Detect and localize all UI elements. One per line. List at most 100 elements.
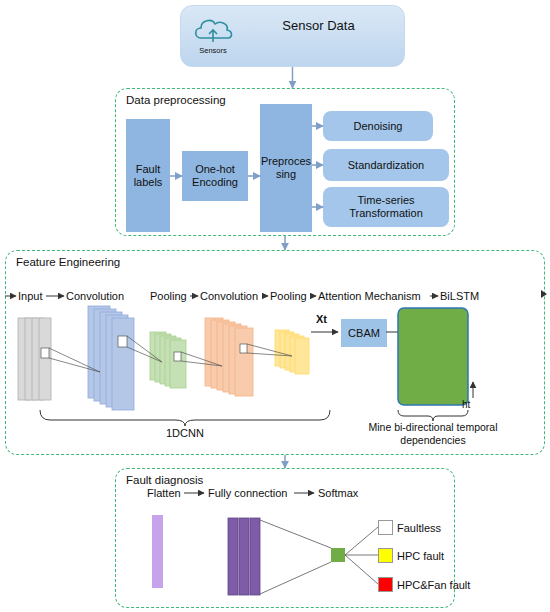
row-arrow	[46, 296, 64, 297]
icon-caption: Sensors	[187, 46, 239, 55]
feature-map	[160, 336, 176, 384]
group-title: Fault diagnosis	[126, 473, 326, 487]
flow-arrow	[170, 175, 182, 177]
layer-name: BiLSTM	[440, 289, 479, 303]
row-arrow	[294, 493, 314, 494]
legend-swatch	[378, 577, 393, 592]
flow-arrow	[284, 236, 286, 250]
kernel-lines	[49, 348, 100, 372]
cloud-icon	[196, 21, 232, 38]
flow-arrow	[248, 175, 260, 177]
group-title: Feature Engineering	[16, 255, 216, 269]
flow-arrow	[312, 164, 323, 166]
brace	[398, 410, 468, 421]
feature-arrow	[311, 332, 338, 333]
layer-name: Convolution	[66, 289, 124, 303]
feature-map	[155, 334, 171, 382]
legend-swatch	[378, 548, 393, 563]
legend-text: HPC&Fan fault	[397, 579, 470, 591]
edge-arrowhead	[541, 290, 547, 298]
conv-stack	[205, 318, 253, 396]
flow-arrow	[312, 206, 323, 208]
feature-map	[223, 324, 241, 392]
step-box: Denoising	[323, 111, 433, 141]
input-slab	[25, 318, 37, 400]
process-box: One-hot Encoding	[182, 151, 248, 201]
feature-map	[205, 318, 223, 386]
feature-map	[106, 315, 128, 407]
softmax-node	[331, 548, 345, 562]
legend-swatch	[378, 520, 393, 535]
step-box: Standardization	[323, 149, 449, 181]
layer-name: Flatten	[147, 486, 181, 500]
box-text: CBAM	[348, 327, 380, 340]
flow-arrow	[284, 455, 286, 468]
feature-map	[295, 338, 309, 374]
bracket-label: 1DCNN	[166, 426, 204, 440]
feature-map	[211, 320, 229, 388]
kernel-window	[174, 352, 181, 361]
kernel-window	[118, 336, 127, 347]
row-arrow	[190, 296, 198, 297]
dense-bar	[250, 518, 260, 595]
layer-name: Pooling	[150, 289, 187, 303]
row-arrow	[310, 296, 316, 297]
row-arrow	[430, 296, 438, 297]
output-arrow	[473, 382, 474, 398]
box-text: Preprocessing	[260, 155, 312, 181]
dense-lines	[260, 520, 331, 594]
conv-stack	[88, 306, 134, 410]
input-slab	[18, 318, 30, 400]
receptive-fields	[41, 336, 292, 372]
stage-group: Data preprocessingFault labelsOne-hot En…	[115, 88, 455, 236]
row-arrow	[184, 493, 204, 494]
box-text: Denoising	[354, 120, 403, 133]
bilstm-block	[398, 308, 468, 405]
row-arrow	[5, 296, 16, 297]
box-text: One-hot Encoding	[182, 163, 248, 189]
legend-text: Faultless	[397, 522, 441, 534]
dense-bar	[239, 518, 249, 595]
brace	[40, 410, 330, 426]
dense-bar	[228, 518, 238, 595]
pool-stack	[275, 330, 309, 374]
feature-map	[285, 334, 299, 370]
legend-text: HPC fault	[397, 550, 444, 562]
feature-map	[100, 312, 122, 404]
feature-map	[170, 340, 186, 388]
layer-name: Pooling	[270, 289, 307, 303]
box-text: Time-series Transformation	[323, 194, 449, 220]
source-box: Sensor DataSensors	[180, 5, 405, 67]
legend-item: HPC&Fan fault	[378, 577, 470, 592]
feature-map	[280, 332, 294, 368]
process-box: Preprocessing	[260, 104, 312, 232]
upload-arrow	[209, 30, 217, 42]
flatten-bar	[152, 515, 163, 588]
row-arrow	[262, 296, 268, 297]
kernel-lines	[181, 352, 222, 366]
feature-map	[217, 322, 235, 390]
input-stack	[18, 318, 51, 400]
feature-map	[229, 326, 247, 394]
output-symbol: ht	[462, 398, 470, 412]
tensor-symbol: Xt	[316, 312, 327, 326]
layer-name: Convolution	[200, 289, 258, 303]
process-box: Fault labels	[126, 119, 170, 232]
box-text: Fault labels	[126, 163, 170, 189]
feature-line	[386, 332, 398, 333]
feature-map	[235, 328, 253, 396]
feature-map	[112, 318, 134, 410]
input-slab	[32, 318, 44, 400]
kernel-lines	[247, 344, 292, 356]
feature-map	[290, 336, 304, 372]
step-box: Time-series Transformation	[323, 187, 449, 227]
box-title: Sensor Data	[231, 18, 406, 34]
input-slab	[39, 318, 51, 400]
box-text: Standardization	[348, 159, 424, 172]
feature-map	[165, 338, 181, 386]
